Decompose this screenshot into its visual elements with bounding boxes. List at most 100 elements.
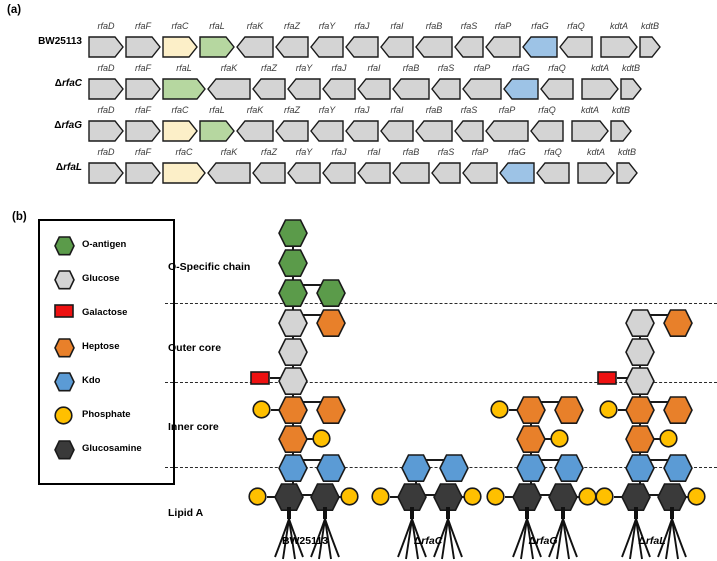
gene-rfaS[interactable]: rfaS (431, 63, 461, 100)
gene-label: kdtB (611, 105, 630, 115)
gene-rfaG[interactable]: rfaG (499, 147, 535, 184)
backbone-link (530, 449, 533, 458)
gene-kdtA[interactable]: kdtA (577, 147, 615, 184)
backbone-link (639, 362, 642, 371)
gene-rfaB[interactable]: rfaB (392, 63, 430, 100)
gene-rfaF[interactable]: rfaF (125, 147, 161, 184)
gene-rfaQ[interactable]: rfaQ (536, 147, 570, 184)
gene-rfaS[interactable]: rfaS (454, 21, 484, 58)
gene-rfaQ[interactable]: rfaQ (530, 105, 564, 142)
gene-rfaB[interactable]: rfaB (415, 105, 453, 142)
branch-link (540, 459, 560, 462)
panel-a-label: (a) (7, 4, 22, 16)
branch-link (649, 459, 669, 462)
gene-rfaL[interactable]: rfaL (162, 63, 206, 100)
phosphate-link (618, 408, 629, 411)
gene-rfaB[interactable]: rfaB (392, 147, 430, 184)
legend-item: Heptose (54, 335, 169, 361)
gene-label: rfaB (402, 147, 420, 157)
gene-rfaC[interactable]: rfaC (162, 105, 198, 142)
gene-label: rfaB (402, 63, 420, 73)
gene-rfaJ[interactable]: rfaJ (322, 63, 356, 100)
gene-rfaG[interactable]: rfaG (503, 63, 539, 100)
gene-rfaD[interactable]: rfaD (88, 105, 124, 142)
gene-label: rfaJ (354, 105, 370, 115)
gene-rfaJ[interactable]: rfaJ (322, 147, 356, 184)
gene-rfaY[interactable]: rfaY (287, 63, 321, 100)
gene-label: rfaK (220, 147, 238, 157)
gene-rfaF[interactable]: rfaF (125, 63, 161, 100)
gene-rfaZ[interactable]: rfaZ (275, 105, 309, 142)
branch-link (649, 401, 669, 404)
gene-rfaJ[interactable]: rfaJ (345, 105, 379, 142)
gene-rfaZ[interactable]: rfaZ (252, 63, 286, 100)
gene-rfaY[interactable]: rfaY (287, 147, 321, 184)
gene-rfaS[interactable]: rfaS (431, 147, 461, 184)
gene-rfaP[interactable]: rfaP (485, 105, 529, 142)
gene-rfaK[interactable]: rfaK (207, 147, 251, 184)
heptose-unit (278, 396, 308, 424)
phosphate-link (650, 437, 660, 440)
gene-rfaC[interactable]: rfaC (162, 21, 198, 58)
kdo-branch (316, 454, 346, 482)
o-antigen-unit (278, 219, 308, 247)
gene-label: rfaD (97, 21, 115, 31)
gene-rfaQ[interactable]: rfaQ (559, 21, 593, 58)
gene-kdtB[interactable]: kdtB (616, 147, 638, 184)
gene-rfaI[interactable]: rfaI (380, 21, 414, 58)
gene-rfaP[interactable]: rfaP (462, 63, 502, 100)
heptose-unit (516, 396, 546, 424)
gene-rfaI[interactable]: rfaI (380, 105, 414, 142)
o-antigen-branch (316, 279, 346, 307)
glucosamine-unit (512, 483, 542, 511)
phosphate-group (595, 487, 614, 506)
gene-kdtB[interactable]: kdtB (620, 63, 642, 100)
gene-rfaK[interactable]: rfaK (236, 105, 274, 142)
gene-rfaC[interactable]: rfaC (162, 147, 206, 184)
backbone-link (292, 303, 295, 313)
gene-rfaK[interactable]: rfaK (207, 63, 251, 100)
gene-rfaY[interactable]: rfaY (310, 21, 344, 58)
gene-label: rfaY (295, 63, 313, 73)
gene-kdtA[interactable]: kdtA (581, 63, 619, 100)
gene-rfaI[interactable]: rfaI (357, 147, 391, 184)
glucosamine-unit (621, 483, 651, 511)
heptose-unit (625, 396, 655, 424)
gene-rfaD[interactable]: rfaD (88, 63, 124, 100)
gene-rfaS[interactable]: rfaS (454, 105, 484, 142)
gene-rfaB[interactable]: rfaB (415, 21, 453, 58)
gene-rfaJ[interactable]: rfaJ (345, 21, 379, 58)
gene-label: rfaP (494, 21, 512, 31)
gene-rfaP[interactable]: rfaP (485, 21, 521, 58)
gene-kdtA[interactable]: kdtA (600, 21, 638, 58)
gene-rfaD[interactable]: rfaD (88, 21, 124, 58)
gene-label: kdtB (621, 63, 640, 73)
lps-structure: ΔrfaL (587, 205, 717, 560)
gene-kdtA[interactable]: kdtA (571, 105, 609, 142)
gene-label: rfaZ (260, 63, 277, 73)
gene-rfaZ[interactable]: rfaZ (252, 147, 286, 184)
gene-rfaL[interactable]: rfaL (199, 21, 235, 58)
gene-rfaF[interactable]: rfaF (125, 105, 161, 142)
gene-rfaD[interactable]: rfaD (88, 147, 124, 184)
gene-label: rfaZ (283, 105, 300, 115)
gene-rfaP[interactable]: rfaP (462, 147, 498, 184)
gene-label: rfaI (390, 21, 404, 31)
hexagon-icon (54, 270, 75, 290)
kdo-lipida-link (639, 478, 642, 487)
gene-rfaI[interactable]: rfaI (357, 63, 391, 100)
gene-rfaQ[interactable]: rfaQ (540, 63, 574, 100)
gene-kdtB[interactable]: kdtB (639, 21, 661, 58)
gene-rfaL[interactable]: rfaL (199, 105, 235, 142)
galactose-link (617, 377, 629, 380)
gene-rfaK[interactable]: rfaK (236, 21, 274, 58)
glucosamine-unit (548, 483, 578, 511)
gene-rfaG[interactable]: rfaG (522, 21, 558, 58)
heptose-branch (663, 396, 693, 424)
gene-rfaF[interactable]: rfaF (125, 21, 161, 58)
gene-label: rfaS (460, 105, 478, 115)
gene-rfaZ[interactable]: rfaZ (275, 21, 309, 58)
gene-kdtB[interactable]: kdtB (610, 105, 632, 142)
gene-rfaY[interactable]: rfaY (310, 105, 344, 142)
